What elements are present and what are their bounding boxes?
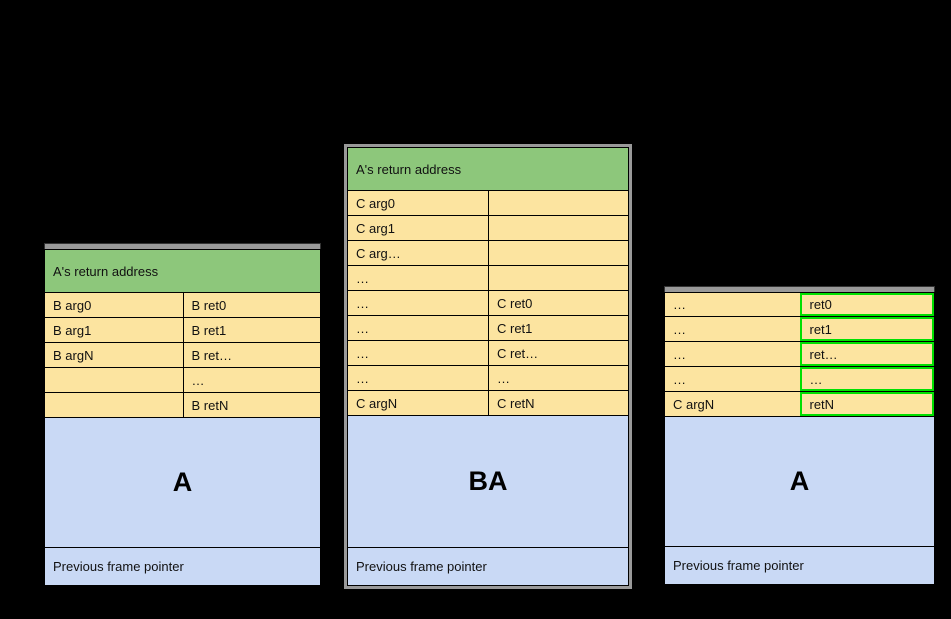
ret-cell: … [182, 368, 320, 392]
ret-cell: … [488, 366, 628, 390]
ret-cell-highlighted: ret0 [799, 293, 934, 316]
slot-row: C arg1 [347, 216, 629, 241]
slot-row: … ret1 [664, 317, 935, 342]
ret-cell: C retN [488, 391, 628, 415]
arg-cell: … [665, 342, 800, 366]
ret-cell [488, 266, 628, 290]
ret-cell-highlighted: ret1 [799, 317, 934, 341]
previous-frame-pointer-label: Previous frame pointer [45, 548, 320, 585]
frame-body-label: A [665, 417, 934, 546]
frame-body-label: BA [348, 416, 628, 547]
slot-row: C arg0 [347, 191, 629, 216]
stack-top-rail [44, 243, 321, 249]
frame-body: A [44, 418, 321, 548]
previous-frame-pointer-label: Previous frame pointer [348, 548, 628, 585]
ret-cell: C ret… [488, 341, 628, 365]
slot-row: B arg1 B ret1 [44, 318, 321, 343]
slot-row: … … [664, 367, 935, 392]
arg-cell [45, 393, 183, 417]
arg-cell [45, 368, 183, 392]
arg-cell: … [665, 293, 800, 316]
slot-row: … [347, 266, 629, 291]
frame-body: BA [347, 416, 629, 548]
stack-frame-c: … ret0 … ret1 … ret… … … C argN retN A P… [664, 286, 935, 585]
return-address-row: A's return address [347, 147, 629, 191]
slot-row: … C ret0 [347, 291, 629, 316]
slot-row: B arg0 B ret0 [44, 293, 321, 318]
ret-cell: B ret… [182, 343, 320, 367]
slot-row: … C ret… [347, 341, 629, 366]
slot-row: … ret… [664, 342, 935, 367]
stack-top-rail [664, 286, 935, 292]
ret-cell [488, 191, 628, 215]
arg-cell: C arg… [348, 241, 488, 265]
ret-cell [488, 241, 628, 265]
return-address-label: A's return address [45, 250, 320, 292]
arg-cell: C arg1 [348, 216, 488, 240]
arg-cell: C argN [665, 392, 800, 416]
ret-cell: C ret1 [488, 316, 628, 340]
slot-row: C arg… [347, 241, 629, 266]
frame-body-label: A [45, 418, 320, 547]
ret-cell: B ret0 [182, 293, 320, 317]
arg-cell: … [348, 291, 488, 315]
stack-frame-b: A's return address B arg0 B ret0 B arg1 … [44, 243, 321, 586]
arg-cell: B argN [45, 343, 183, 367]
slot-row: … ret0 [664, 292, 935, 317]
ret-cell-highlighted: retN [799, 392, 934, 416]
arg-cell: … [348, 266, 488, 290]
ret-cell: C ret0 [488, 291, 628, 315]
return-address-row: A's return address [44, 249, 321, 293]
slot-row: … … [347, 366, 629, 391]
ret-cell: B ret1 [182, 318, 320, 342]
frame-body: A [664, 417, 935, 547]
arg-cell: … [665, 317, 800, 341]
slot-row: C argN C retN [347, 391, 629, 416]
slot-row: … C ret1 [347, 316, 629, 341]
previous-frame-pointer-row: Previous frame pointer [347, 548, 629, 586]
previous-frame-pointer-row: Previous frame pointer [44, 548, 321, 586]
arg-cell: C arg0 [348, 191, 488, 215]
slot-row: B argN B ret… [44, 343, 321, 368]
arg-cell: … [348, 366, 488, 390]
slot-row: C argN retN [664, 392, 935, 417]
arg-cell: … [348, 316, 488, 340]
arg-cell: B arg0 [45, 293, 183, 317]
arg-cell: B arg1 [45, 318, 183, 342]
return-address-label: A's return address [348, 148, 628, 190]
ret-cell [488, 216, 628, 240]
arg-cell: C argN [348, 391, 488, 415]
stack-frame-ba: A's return address C arg0 C arg1 C arg… … [344, 144, 632, 589]
previous-frame-pointer-label: Previous frame pointer [665, 547, 934, 584]
ret-cell-highlighted: … [799, 367, 934, 391]
previous-frame-pointer-row: Previous frame pointer [664, 547, 935, 585]
arg-cell: … [348, 341, 488, 365]
slot-row: … [44, 368, 321, 393]
ret-cell-highlighted: ret… [799, 342, 934, 366]
arg-cell: … [665, 367, 800, 391]
slot-row: B retN [44, 393, 321, 418]
ret-cell: B retN [182, 393, 320, 417]
